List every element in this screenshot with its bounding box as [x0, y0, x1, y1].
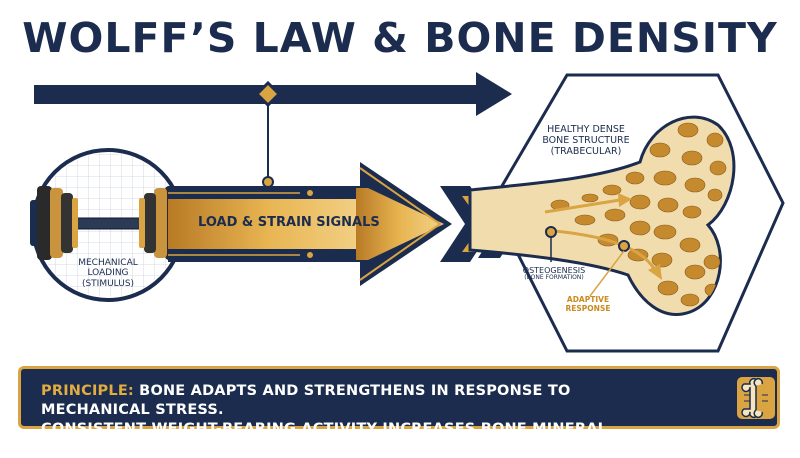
principle-banner: PRINCIPLE: BONE ADAPTS AND STRENGTHENS I… — [18, 366, 780, 456]
stimulus-label: MECHANICAL LOADING (STIMULUS) — [78, 258, 138, 289]
bone-structure-label: HEALTHY DENSE BONE STRUCTURE (TRABECULAR… — [542, 124, 630, 157]
adaptive-response-label: ADAPTIVE RESPONSE — [565, 295, 611, 313]
osteogenesis-label: OSTEOGENESIS (BONE FORMATION) — [522, 266, 586, 282]
principle-text: PRINCIPLE: BONE ADAPTS AND STRENGTHENS I… — [41, 383, 608, 456]
bone-icon — [737, 377, 775, 419]
wolffs-law-diagram — [30, 72, 785, 425]
bone-structure — [468, 115, 736, 316]
page-title: WOLFF’S LAW & BONE DENSITY — [22, 14, 778, 62]
principle-keyword: PRINCIPLE: — [41, 383, 134, 399]
signal-arrow-label: LOAD & STRAIN SIGNALS — [198, 215, 380, 230]
signal-connector — [254, 80, 282, 188]
load-strain-arrow — [168, 162, 452, 286]
